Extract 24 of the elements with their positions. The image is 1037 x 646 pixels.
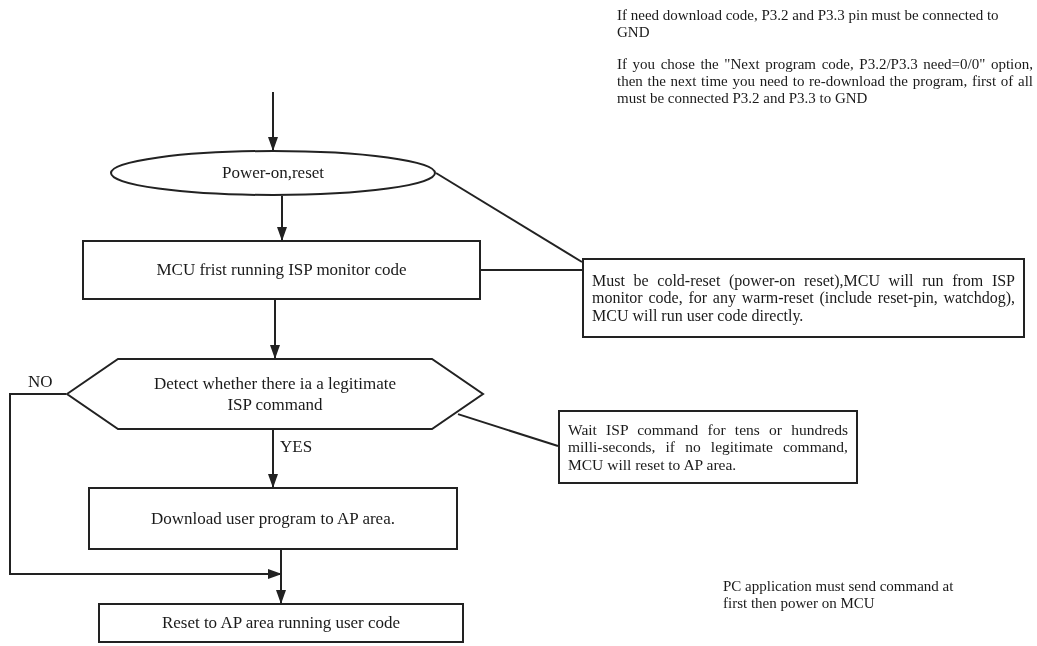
leader-line [457,413,559,447]
loop-arrow [9,393,282,579]
arrow [276,573,286,604]
note-text: If you chose the "Next program code, P3.2/P3.3 need=0/0" option, then the next time you need to re-download the program, first of all must be connected P3.2 and P3.3 to GND [617,56,1033,107]
note-text: PC application must send command at first then power on MCU [723,578,955,612]
leader-line [480,269,583,271]
note-box [582,258,1025,338]
step-text: Power-on,reset [221,162,325,184]
arrow [277,195,287,241]
leader-line [435,172,583,263]
arrow [268,91,278,151]
step-text: MCU frist running ISP monitor code [156,259,407,281]
note-text: Must be cold-reset (power-on reset),MCU will run from ISP monitor code, for any warm-reset (include reset-pin, watchdog), MCU will run user code directly. [592,271,1015,325]
arrow [270,299,280,359]
process-box [88,487,458,550]
step-text: Detect whether there ia a legitimate ISP command [152,372,398,416]
process-box [98,603,464,643]
step-text: Download user program to AP area. [151,507,395,530]
step-text: Reset to AP area running user code [161,612,401,634]
note-text: Wait ISP command for tens or hundreds milli-seconds, if no legitimate command, MCU will reset to AP area. [568,421,848,473]
arrow [268,429,278,488]
process-box [82,240,481,300]
note-text: If need download code, P3.2 and P3.3 pin must be connected to GND [617,7,1000,41]
note-box [558,410,858,484]
